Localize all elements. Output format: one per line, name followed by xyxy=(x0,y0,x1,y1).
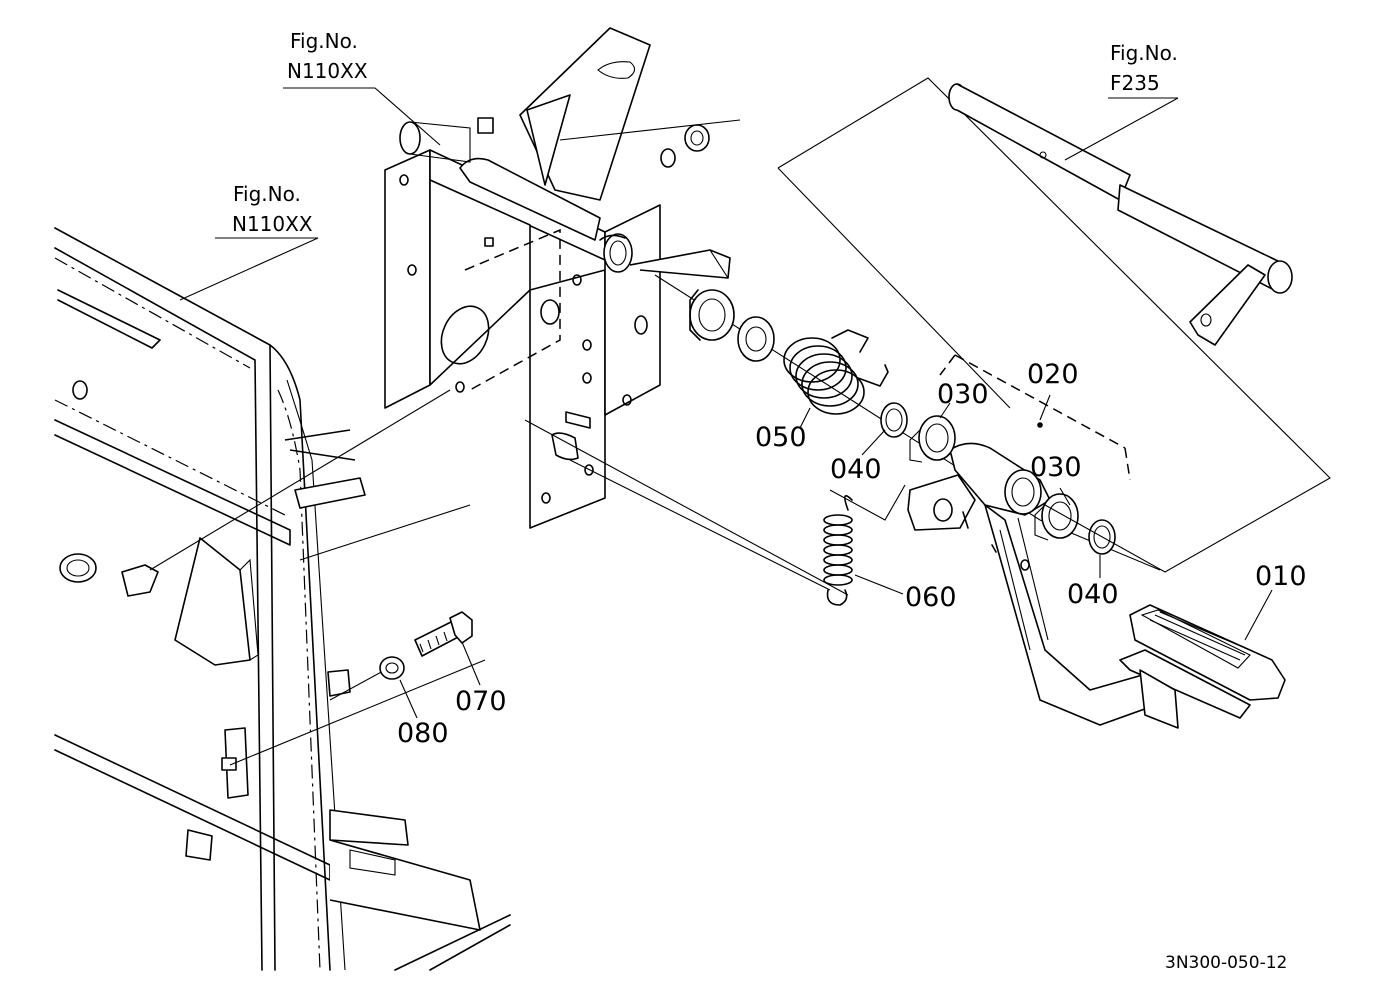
fig-ref-1-prefix: Fig.No. xyxy=(290,29,358,53)
bushing-stack xyxy=(689,289,775,362)
label-080: 080 xyxy=(397,718,449,749)
rings-040 xyxy=(880,402,1116,555)
group-020-outline-side xyxy=(939,354,1131,481)
leader-lines xyxy=(179,87,1273,719)
nut-washer xyxy=(660,124,710,168)
fig-ref-3-number: F235 xyxy=(1110,71,1160,95)
label-070: 070 xyxy=(455,686,507,717)
fig-ref-3-prefix: Fig.No. xyxy=(1110,41,1178,65)
pedal-pad-010 xyxy=(1119,604,1286,729)
label-050: 050 xyxy=(755,422,807,453)
nut-080 xyxy=(379,656,405,680)
assembly-axes xyxy=(149,119,1161,766)
label-060: 060 xyxy=(905,582,957,613)
pedal-bracket xyxy=(384,27,731,529)
label-040-upper: 040 xyxy=(830,454,882,485)
group-020-outline xyxy=(954,354,1126,449)
bolt-070 xyxy=(414,611,473,657)
torsion-spring-050 xyxy=(783,329,889,415)
label-030-lower: 030 xyxy=(1030,452,1082,483)
label-030-upper: 030 xyxy=(937,379,989,410)
return-spring-060 xyxy=(823,484,906,606)
shaft-f235 xyxy=(777,77,1331,573)
label-010: 010 xyxy=(1255,561,1307,592)
label-040-lower: 040 xyxy=(1067,579,1119,610)
drawing-code: 3N300-050-12 xyxy=(1165,953,1287,973)
label-020: 020 xyxy=(1027,359,1079,390)
fig-ref-1-number: N110XX xyxy=(287,59,368,83)
bushings-030 xyxy=(909,415,1079,541)
fig-ref-2-prefix: Fig.No. xyxy=(233,182,301,206)
fig-ref-2-number: N110XX xyxy=(232,212,313,236)
dash-panel xyxy=(54,227,511,971)
